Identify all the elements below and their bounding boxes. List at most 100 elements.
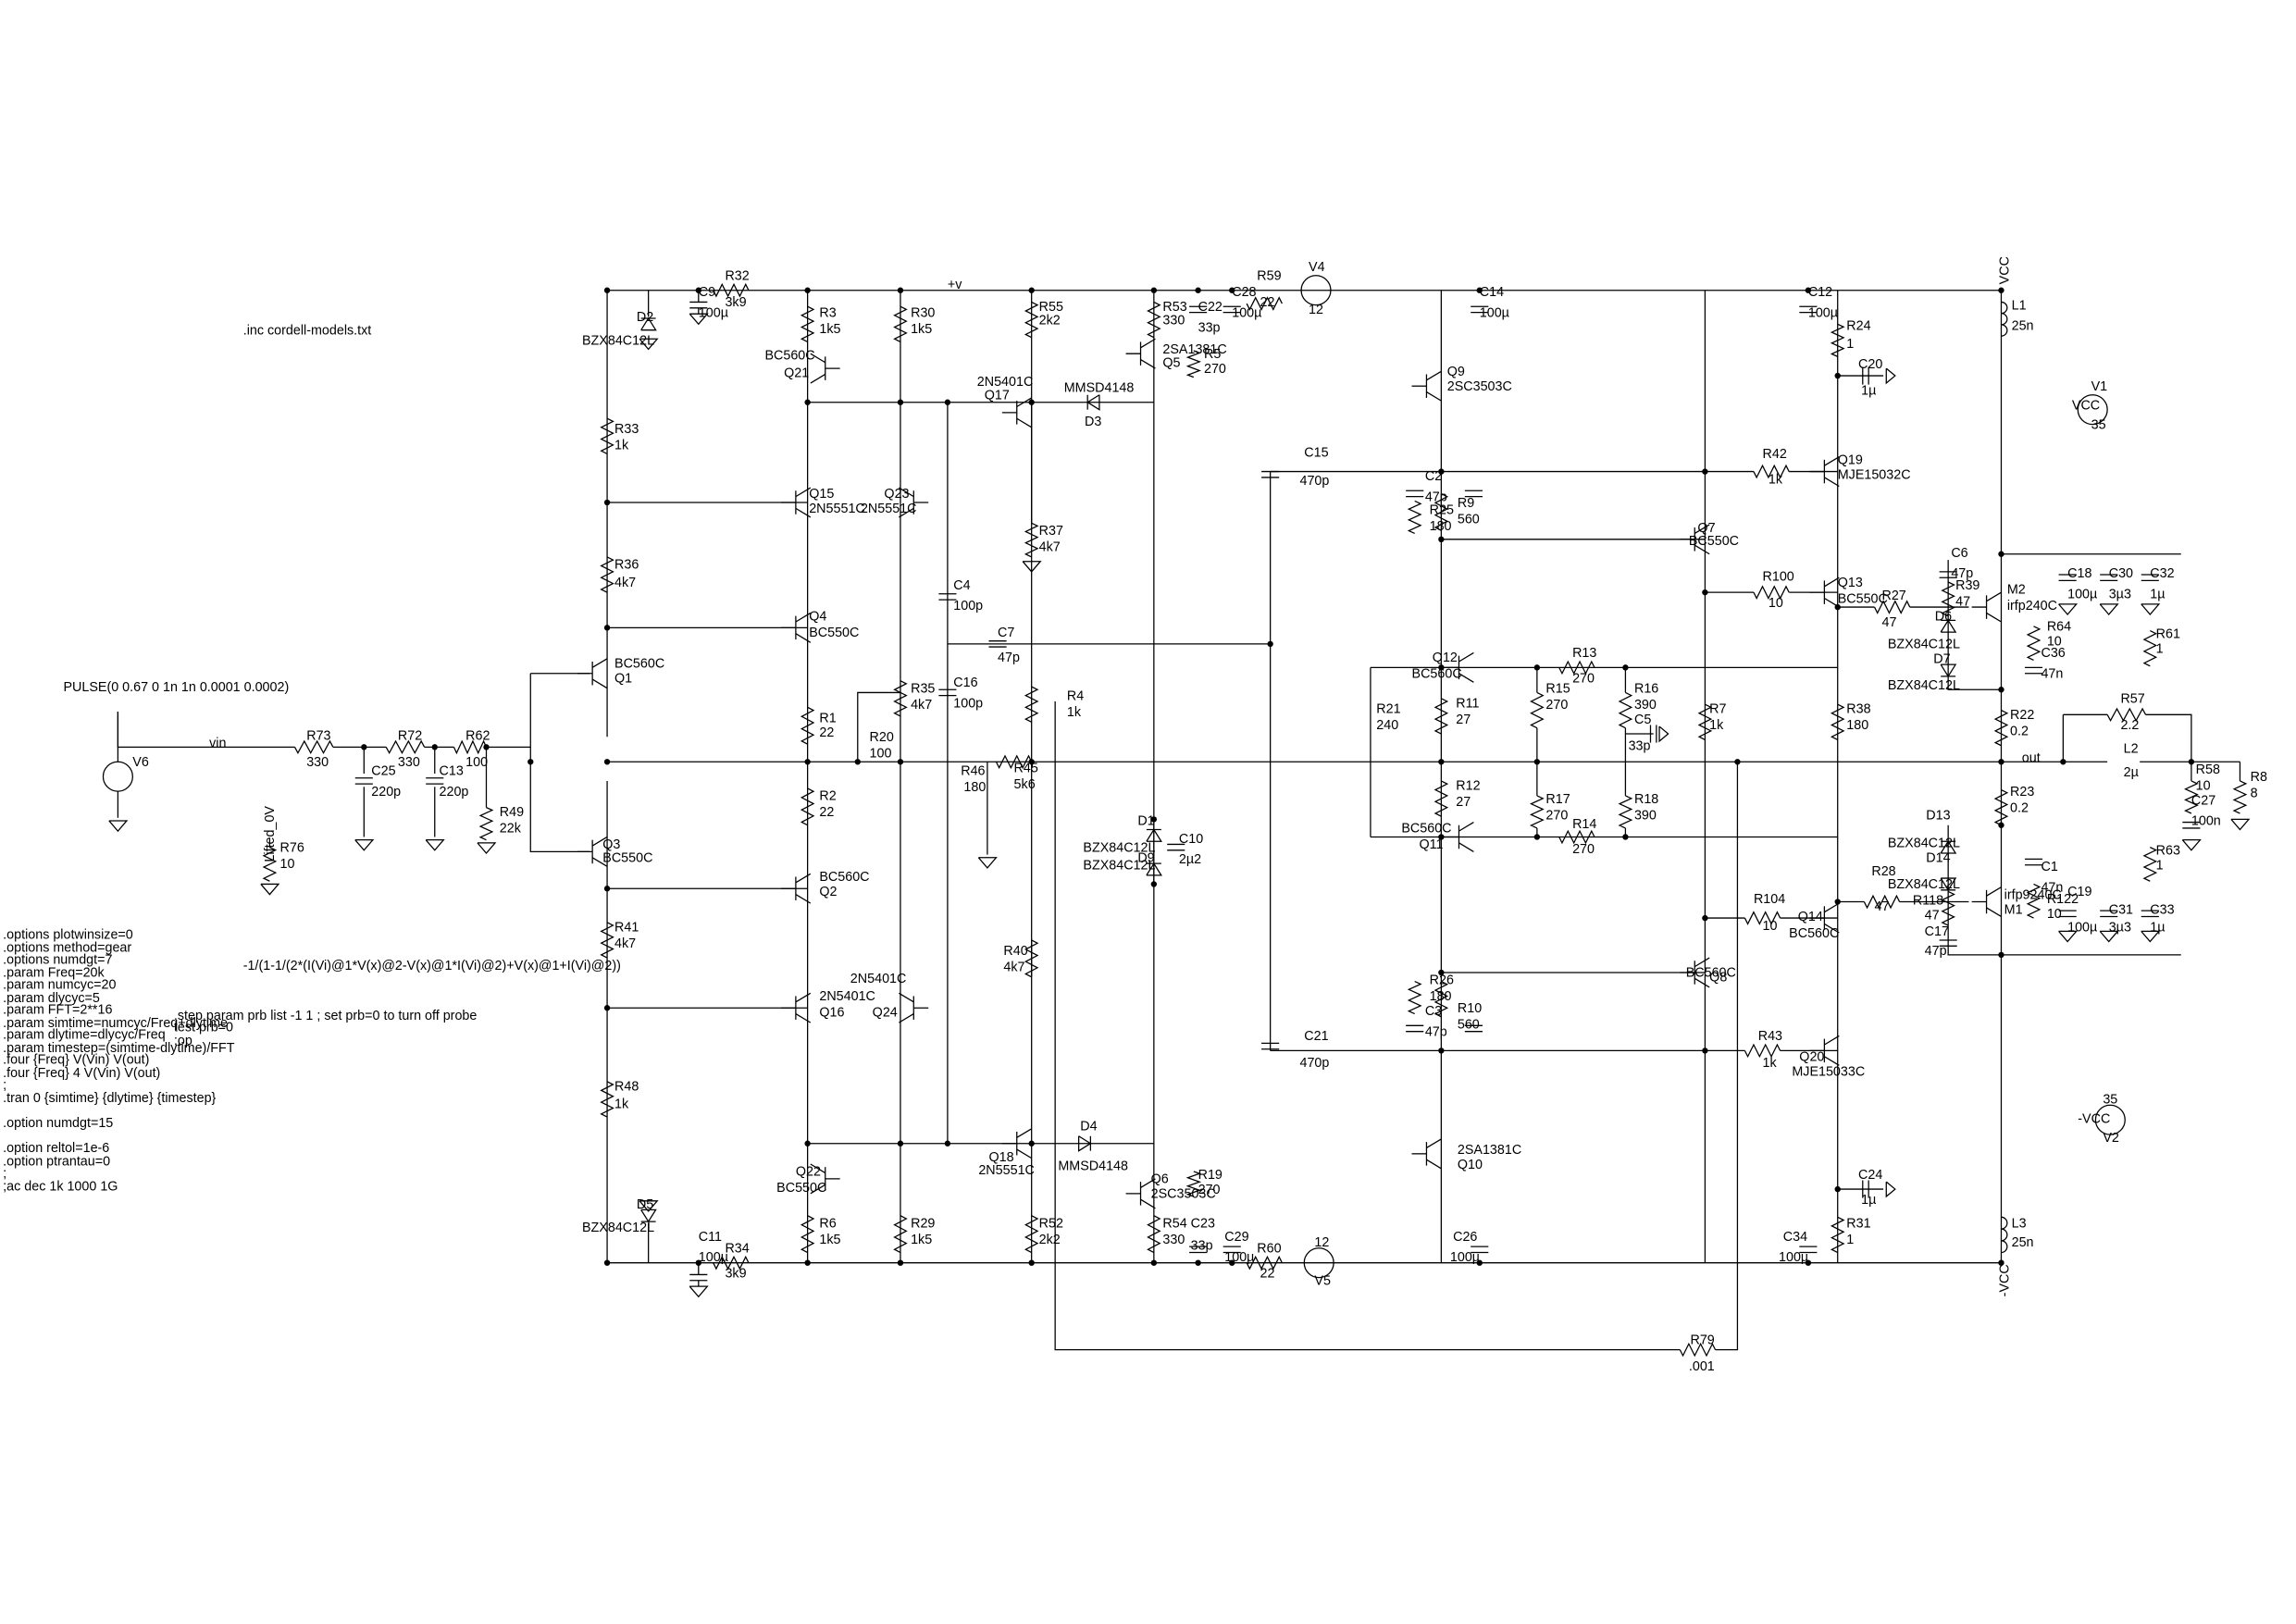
component-symbols <box>102 275 2251 1357</box>
component-label: 100µ <box>699 305 728 320</box>
component-label: C12 <box>1808 285 1832 300</box>
transistor-symbol <box>1016 397 1033 408</box>
component-label: 12 <box>1314 1235 1329 1250</box>
junction-dot <box>603 499 611 506</box>
resistor-symbol <box>893 1215 908 1254</box>
component-label: 1 <box>1846 1233 1854 1247</box>
resistor-symbol <box>1830 323 1845 357</box>
component-label: BC560C <box>1412 667 1462 682</box>
junction-dot <box>1438 536 1445 543</box>
component-label: 180 <box>963 780 986 795</box>
component-label: 270 <box>1545 808 1568 823</box>
resistor-symbol <box>600 1081 614 1118</box>
component-label: R13 <box>1572 646 1596 661</box>
spice-directive: PULSE(0 0.67 0 1n 1n 0.0001 0.0002) <box>63 680 289 695</box>
component-label: C7 <box>998 626 1014 640</box>
component-label: BZX84C12L <box>1888 837 1960 851</box>
component-label: C1 <box>2041 860 2057 874</box>
component-label: 35 <box>2091 417 2106 432</box>
component-label: BC560C <box>819 870 869 885</box>
component-label: Q20 <box>1799 1050 1824 1065</box>
component-label: 2k2 <box>1039 313 1061 328</box>
diode-symbol <box>1146 862 1162 876</box>
component-label: MMSD4148 <box>1058 1159 1128 1173</box>
resistor-symbol <box>1024 686 1039 723</box>
component-label: Q3 <box>602 837 620 852</box>
junction-dot <box>1028 759 1035 765</box>
transistor-symbol <box>1694 524 1710 534</box>
component-label: 220p <box>371 785 401 800</box>
wire <box>117 712 295 748</box>
voltage-source-symbol <box>2077 394 2108 426</box>
component-label: 27 <box>1456 713 1471 727</box>
spice-directive: .param dlycyc=5 <box>3 991 100 1006</box>
transistor-symbol <box>591 658 608 668</box>
transistor-symbol <box>795 612 812 623</box>
component-label: 47 <box>1881 615 1896 630</box>
resistor-symbol <box>2142 629 2158 667</box>
junction-dot <box>804 1140 811 1147</box>
component-label: 1 <box>2156 859 2164 874</box>
component-label: M2 <box>2007 583 2026 598</box>
component-label: 2SA1381C <box>1162 342 1226 357</box>
resistor-symbol <box>1433 698 1449 735</box>
component-label: 1 <box>2156 641 2164 656</box>
wire <box>2145 713 2192 762</box>
component-label: 0.2 <box>2010 800 2029 815</box>
junction-dot <box>897 287 904 293</box>
resistor-symbol <box>600 556 614 593</box>
transistor-symbol <box>1140 358 1156 369</box>
voltage-source-symbol <box>1303 1247 1334 1279</box>
ground-symbol <box>1885 1181 1896 1198</box>
net-label: +v <box>948 278 962 292</box>
transistor-symbol <box>899 992 914 1003</box>
ground-symbol <box>2181 839 2202 851</box>
junction-dot <box>1834 899 1841 905</box>
component-label: 330 <box>1162 1233 1185 1247</box>
ground-symbol <box>1885 367 1896 385</box>
spice-directive: -1/(1-1/(2*(I(Vi)@1*V(x)@2-V(x)@1*I(Vi)@… <box>243 959 621 973</box>
resistor-symbol <box>1246 296 1283 311</box>
transistor-symbol <box>1426 370 1442 381</box>
resistor-symbol <box>2026 883 2042 919</box>
component-label: R64 <box>2047 620 2071 635</box>
component-label: 1k <box>1769 472 1783 487</box>
transistor-symbol <box>795 894 812 904</box>
component-label: R55 <box>1039 300 1063 315</box>
component-label: 3µ3 <box>2109 920 2131 935</box>
component-label: 12 <box>1309 303 1323 317</box>
resistor-symbol <box>713 1255 750 1271</box>
component-label: R34 <box>725 1242 749 1257</box>
junction-dot <box>1533 834 1541 840</box>
component-label: R30 <box>911 305 935 320</box>
spice-directive: .options numdgt=7 <box>3 952 112 967</box>
component-label: .001 <box>1689 1359 1715 1374</box>
component-label: R42 <box>1763 447 1787 462</box>
transistor-symbol <box>1140 1178 1156 1189</box>
component-label: R21 <box>1376 702 1400 717</box>
resistor-symbol <box>478 807 494 841</box>
supply-label: -VCC <box>2078 1111 2110 1126</box>
component-label: R25 <box>1430 503 1454 518</box>
component-label: C5 <box>1634 713 1651 727</box>
junction-dot <box>603 759 611 765</box>
component-label: 25n <box>2012 1235 2034 1250</box>
component-label: R17 <box>1545 792 1570 807</box>
junction-dot <box>1998 822 2004 828</box>
component-label: 5k6 <box>1014 777 1036 792</box>
component-label: BC550C <box>1838 591 1888 606</box>
component-label: BZX84C12L <box>1083 840 1155 855</box>
component-label: 3k9 <box>725 295 746 310</box>
component-label: R28 <box>1871 864 1895 879</box>
component-label: D5 <box>637 1197 653 1212</box>
component-label: MJE15033C <box>1792 1064 1865 1079</box>
ground-symbol <box>2141 603 2161 616</box>
component-label: 2SA1381C <box>1458 1143 1521 1158</box>
component-label: 1k5 <box>911 1233 932 1247</box>
component-label: Q23 <box>884 487 909 502</box>
junction-dot <box>1834 1185 1841 1193</box>
component-label: Q4 <box>809 609 826 624</box>
component-label: 270 <box>1572 842 1595 857</box>
ground-symbol <box>639 338 659 351</box>
component-label: Q17 <box>985 389 1010 403</box>
